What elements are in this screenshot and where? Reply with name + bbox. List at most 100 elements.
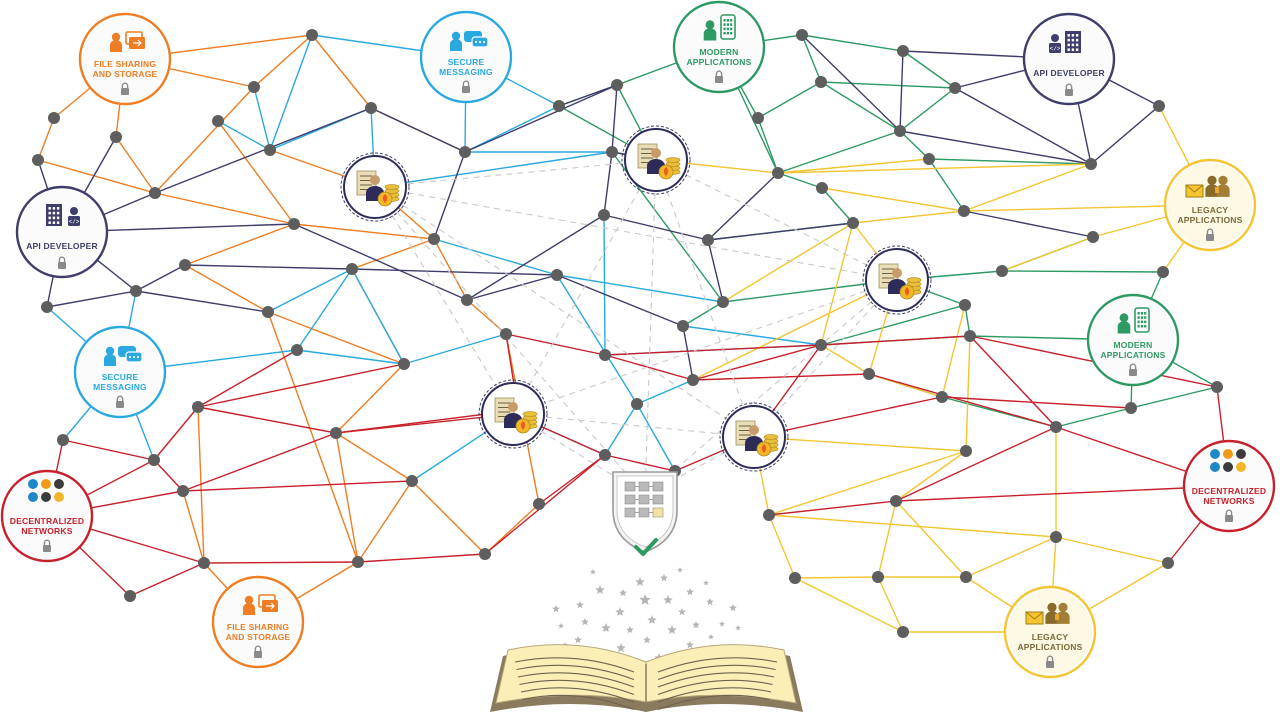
- red-connection: [153, 459, 184, 492]
- orange-connection: [335, 432, 359, 563]
- junction-dot: [41, 301, 53, 313]
- green-connection: [777, 172, 823, 189]
- legacy-app-icon: [1025, 602, 1070, 625]
- star-icon: [735, 625, 741, 631]
- orange-connection: [466, 299, 507, 335]
- navy-connection: [899, 50, 904, 132]
- red-connection: [129, 562, 205, 597]
- orange-connection: [115, 136, 156, 194]
- node-label-line1: MODERN: [1114, 340, 1153, 350]
- orange-connection: [335, 432, 413, 482]
- red-connection: [895, 426, 1057, 502]
- node-label-line2: APPLICATIONS: [1177, 215, 1242, 225]
- lock-icon: [121, 88, 129, 95]
- junction-dot: [890, 495, 902, 507]
- open-book-icon: [490, 644, 803, 712]
- node-label-line1: SECURE: [448, 57, 485, 67]
- green-connection: [1001, 270, 1164, 273]
- star-icon: [647, 615, 657, 624]
- junction-dot: [897, 45, 909, 57]
- junction-dot: [212, 115, 224, 127]
- junction-dot: [789, 572, 801, 584]
- junction-dot: [1211, 381, 1223, 393]
- file-sharing-icon: [110, 31, 145, 52]
- junction-dot: [177, 485, 189, 497]
- green-connection: [820, 81, 901, 132]
- validator-dashed-link: [512, 413, 755, 438]
- junction-dot: [149, 187, 161, 199]
- junction-dot: [863, 368, 875, 380]
- node-label-line2: APPLICATIONS: [1017, 642, 1082, 652]
- yellow-connection: [1055, 536, 1169, 564]
- blue-connection: [374, 151, 613, 188]
- star-icon: [686, 588, 694, 596]
- green-connection: [928, 158, 965, 212]
- red-connection: [182, 432, 337, 492]
- yellow-connection: [820, 344, 870, 375]
- red-connection: [768, 500, 897, 516]
- junction-dot: [352, 556, 364, 568]
- star-icon: [643, 636, 651, 644]
- yellow-connection: [820, 222, 854, 346]
- orange-connection: [411, 480, 486, 555]
- junction-dot: [1162, 557, 1174, 569]
- validator-2-node: [621, 125, 691, 195]
- navy-connection: [707, 239, 724, 303]
- api-developer-icon: </>: [46, 204, 80, 226]
- star-icon: [558, 623, 564, 629]
- junction-dot: [553, 100, 565, 112]
- navy-connection: [611, 84, 618, 153]
- junction-dot: [406, 475, 418, 487]
- green-connection: [1055, 407, 1132, 428]
- junction-dot: [428, 233, 440, 245]
- navy-connection: [603, 151, 613, 216]
- secure-messaging-icon: [104, 346, 143, 366]
- green-connection: [820, 81, 956, 89]
- junction-dot: [631, 398, 643, 410]
- crypto-network-icon: [1209, 448, 1247, 473]
- red-connection: [197, 349, 298, 408]
- red-connection: [868, 373, 1057, 428]
- blue-connection: [253, 86, 271, 151]
- navy-connection: [954, 87, 1092, 165]
- node-label-line1: LEGACY: [1192, 205, 1229, 215]
- navy-connection: [135, 264, 186, 292]
- orange-connection: [154, 192, 295, 225]
- validator-5-node: [719, 402, 789, 472]
- yellow-connection: [777, 158, 930, 174]
- blue-connection: [267, 268, 353, 313]
- red-connection: [604, 344, 822, 356]
- navy-connection: [963, 210, 1094, 238]
- green-connection: [757, 117, 779, 174]
- yellow-connection: [965, 335, 971, 452]
- navy-connection: [293, 223, 468, 301]
- red-connection: [197, 363, 405, 408]
- red-connection: [197, 406, 337, 434]
- navy-connection: [433, 151, 466, 240]
- lock-icon: [715, 76, 723, 83]
- junction-layer: [32, 29, 1223, 638]
- secure-messaging-icon: [450, 31, 489, 51]
- orange-connection: [184, 264, 269, 313]
- junction-dot: [264, 144, 276, 156]
- validator-icon: [735, 420, 779, 457]
- lock-icon: [58, 262, 66, 269]
- node-label-line2: NETWORKS: [21, 526, 72, 536]
- orange-connection: [37, 159, 156, 194]
- star-icon: [708, 634, 714, 640]
- red-connection: [538, 454, 606, 505]
- star-icon: [619, 589, 627, 597]
- orange-connection: [182, 490, 205, 564]
- star-icon: [703, 580, 709, 586]
- junction-dot: [57, 434, 69, 446]
- navy-connection: [556, 274, 684, 327]
- yellow-connection: [877, 576, 904, 633]
- lock-icon: [462, 86, 470, 93]
- navy-connection: [1090, 105, 1160, 165]
